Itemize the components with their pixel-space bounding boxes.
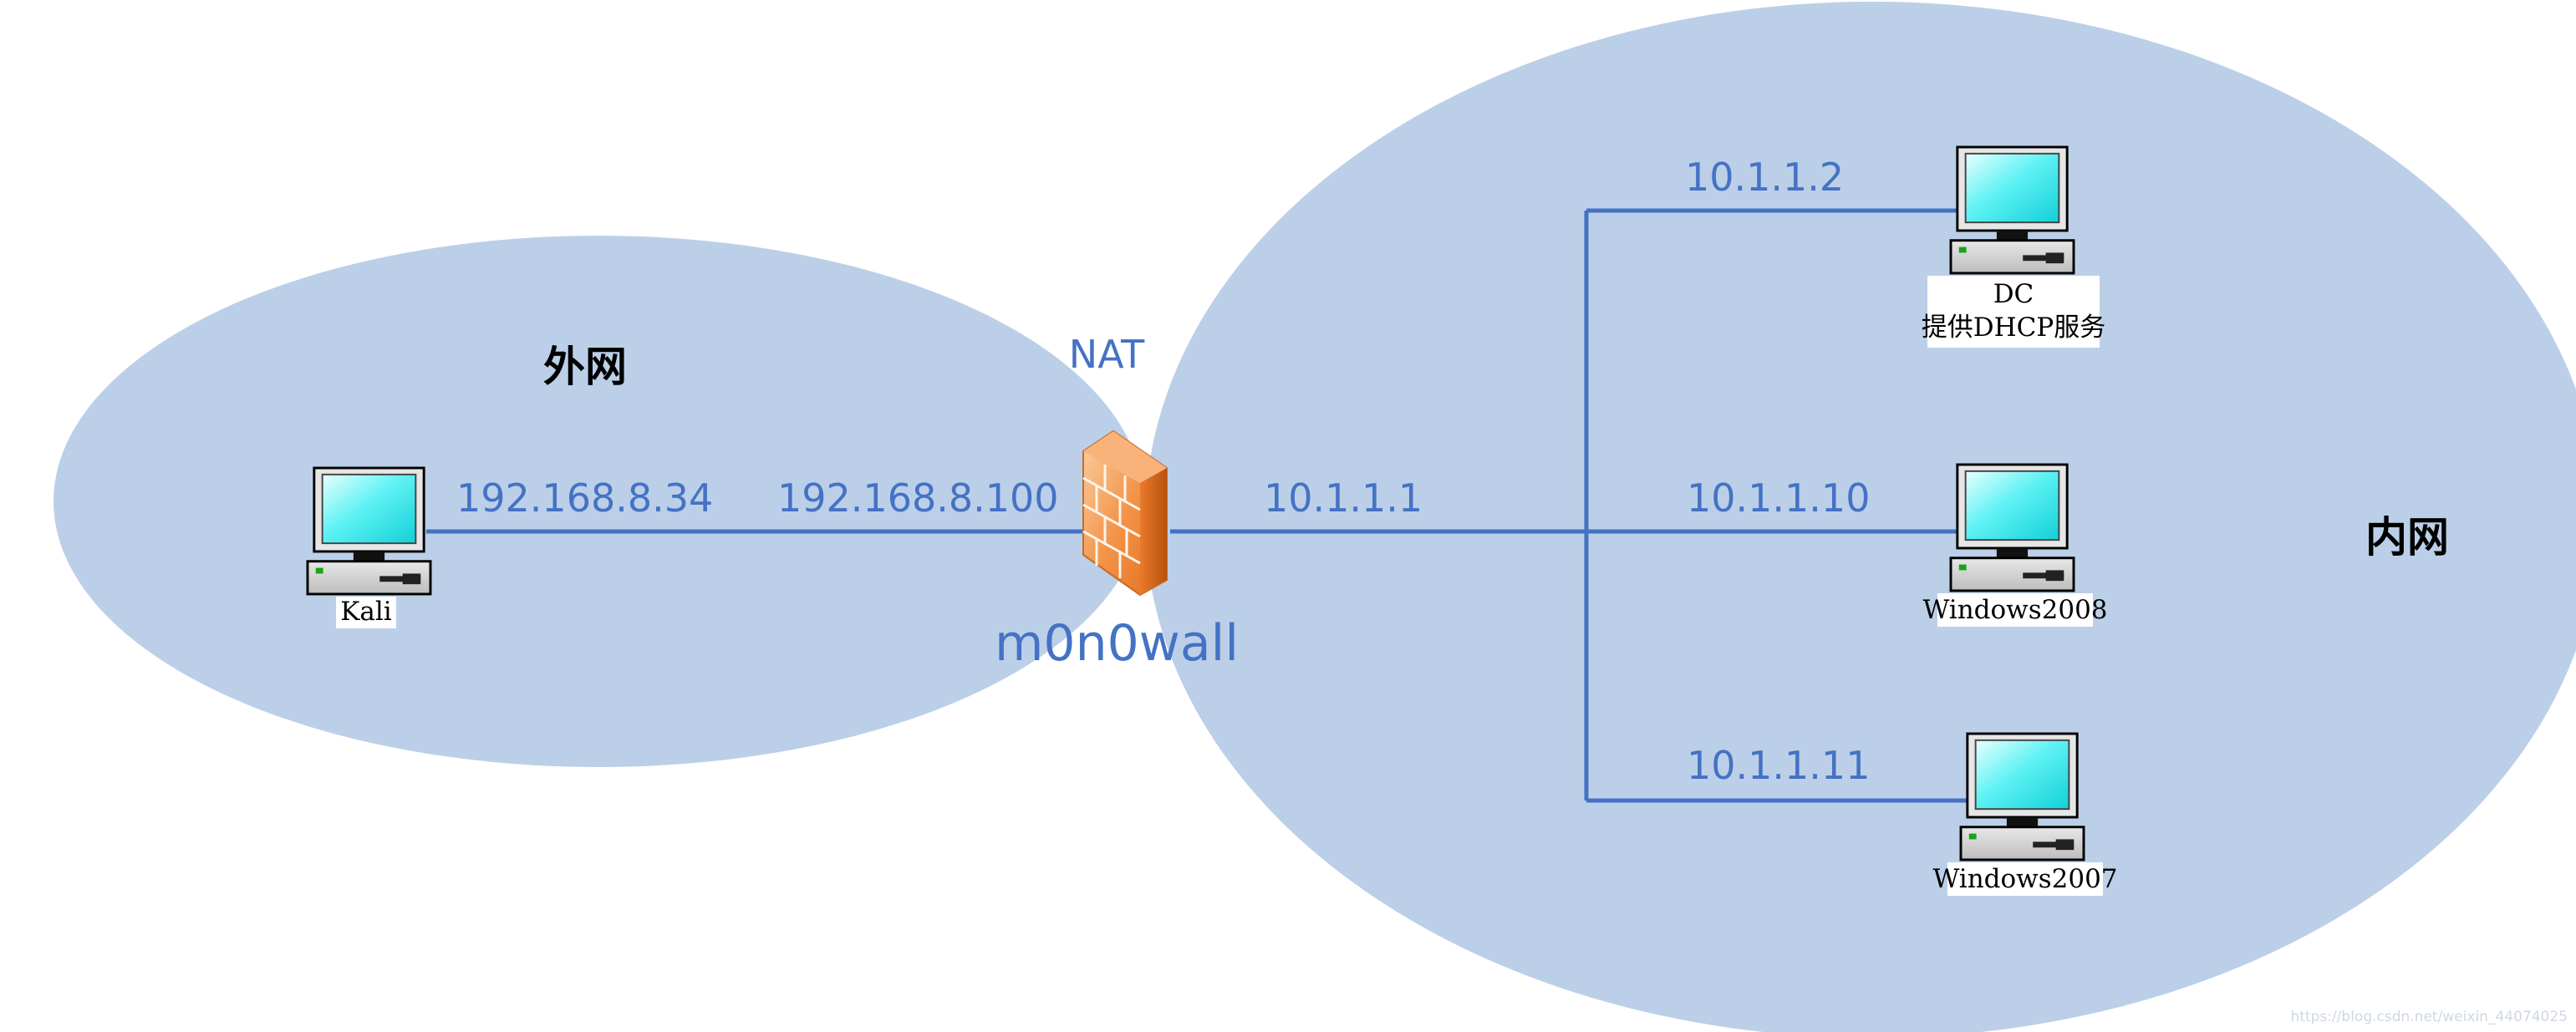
host-kali-ip: 192.168.8.34 <box>456 475 713 521</box>
label-background <box>1947 862 2103 896</box>
computer-icon <box>1959 732 2085 862</box>
nat-label: NAT <box>1069 332 1145 377</box>
firewall-wan-ip: 192.168.8.100 <box>777 475 1059 521</box>
watermark: https://blog.csdn.net/weixin_44074025 <box>2290 1009 2568 1025</box>
firewall-icon <box>1082 430 1168 597</box>
label-background <box>1927 276 2100 348</box>
host-kali-name: Kali <box>340 597 392 627</box>
host-dc-name: DC <box>1993 279 2034 309</box>
host-win2008: Windows2008 <box>1922 463 2108 627</box>
host-win2007: Windows2007 <box>1932 732 2118 896</box>
host-dc-ip: 10.1.1.2 <box>1685 155 1844 200</box>
firewall-name: m0n0wall <box>995 614 1239 673</box>
host-win2007-name: Windows2007 <box>1932 864 2117 894</box>
computer-icon <box>1949 463 2075 592</box>
host-kali: Kali <box>306 466 432 628</box>
outer-network-zone <box>53 236 1143 767</box>
firewall-device <box>1082 430 1168 597</box>
inner-zone-label: 内网 <box>2365 513 2449 562</box>
label-background <box>336 597 396 628</box>
host-win2008-ip: 10.1.1.10 <box>1687 475 1870 521</box>
firewall-lan-ip: 10.1.1.1 <box>1264 475 1423 521</box>
host-dc: DC 提供DHCP服务 <box>1922 145 2105 348</box>
host-win2007-ip: 10.1.1.11 <box>1687 743 1870 788</box>
host-win2008-name: Windows2008 <box>1922 595 2107 625</box>
computer-icon <box>306 466 432 596</box>
outer-zone-label: 外网 <box>543 343 627 391</box>
inner-network-zone <box>1145 2 2576 1032</box>
host-dc-role: 提供DHCP服务 <box>1922 313 2105 343</box>
computer-icon <box>1949 145 2075 275</box>
label-background <box>1937 593 2093 627</box>
